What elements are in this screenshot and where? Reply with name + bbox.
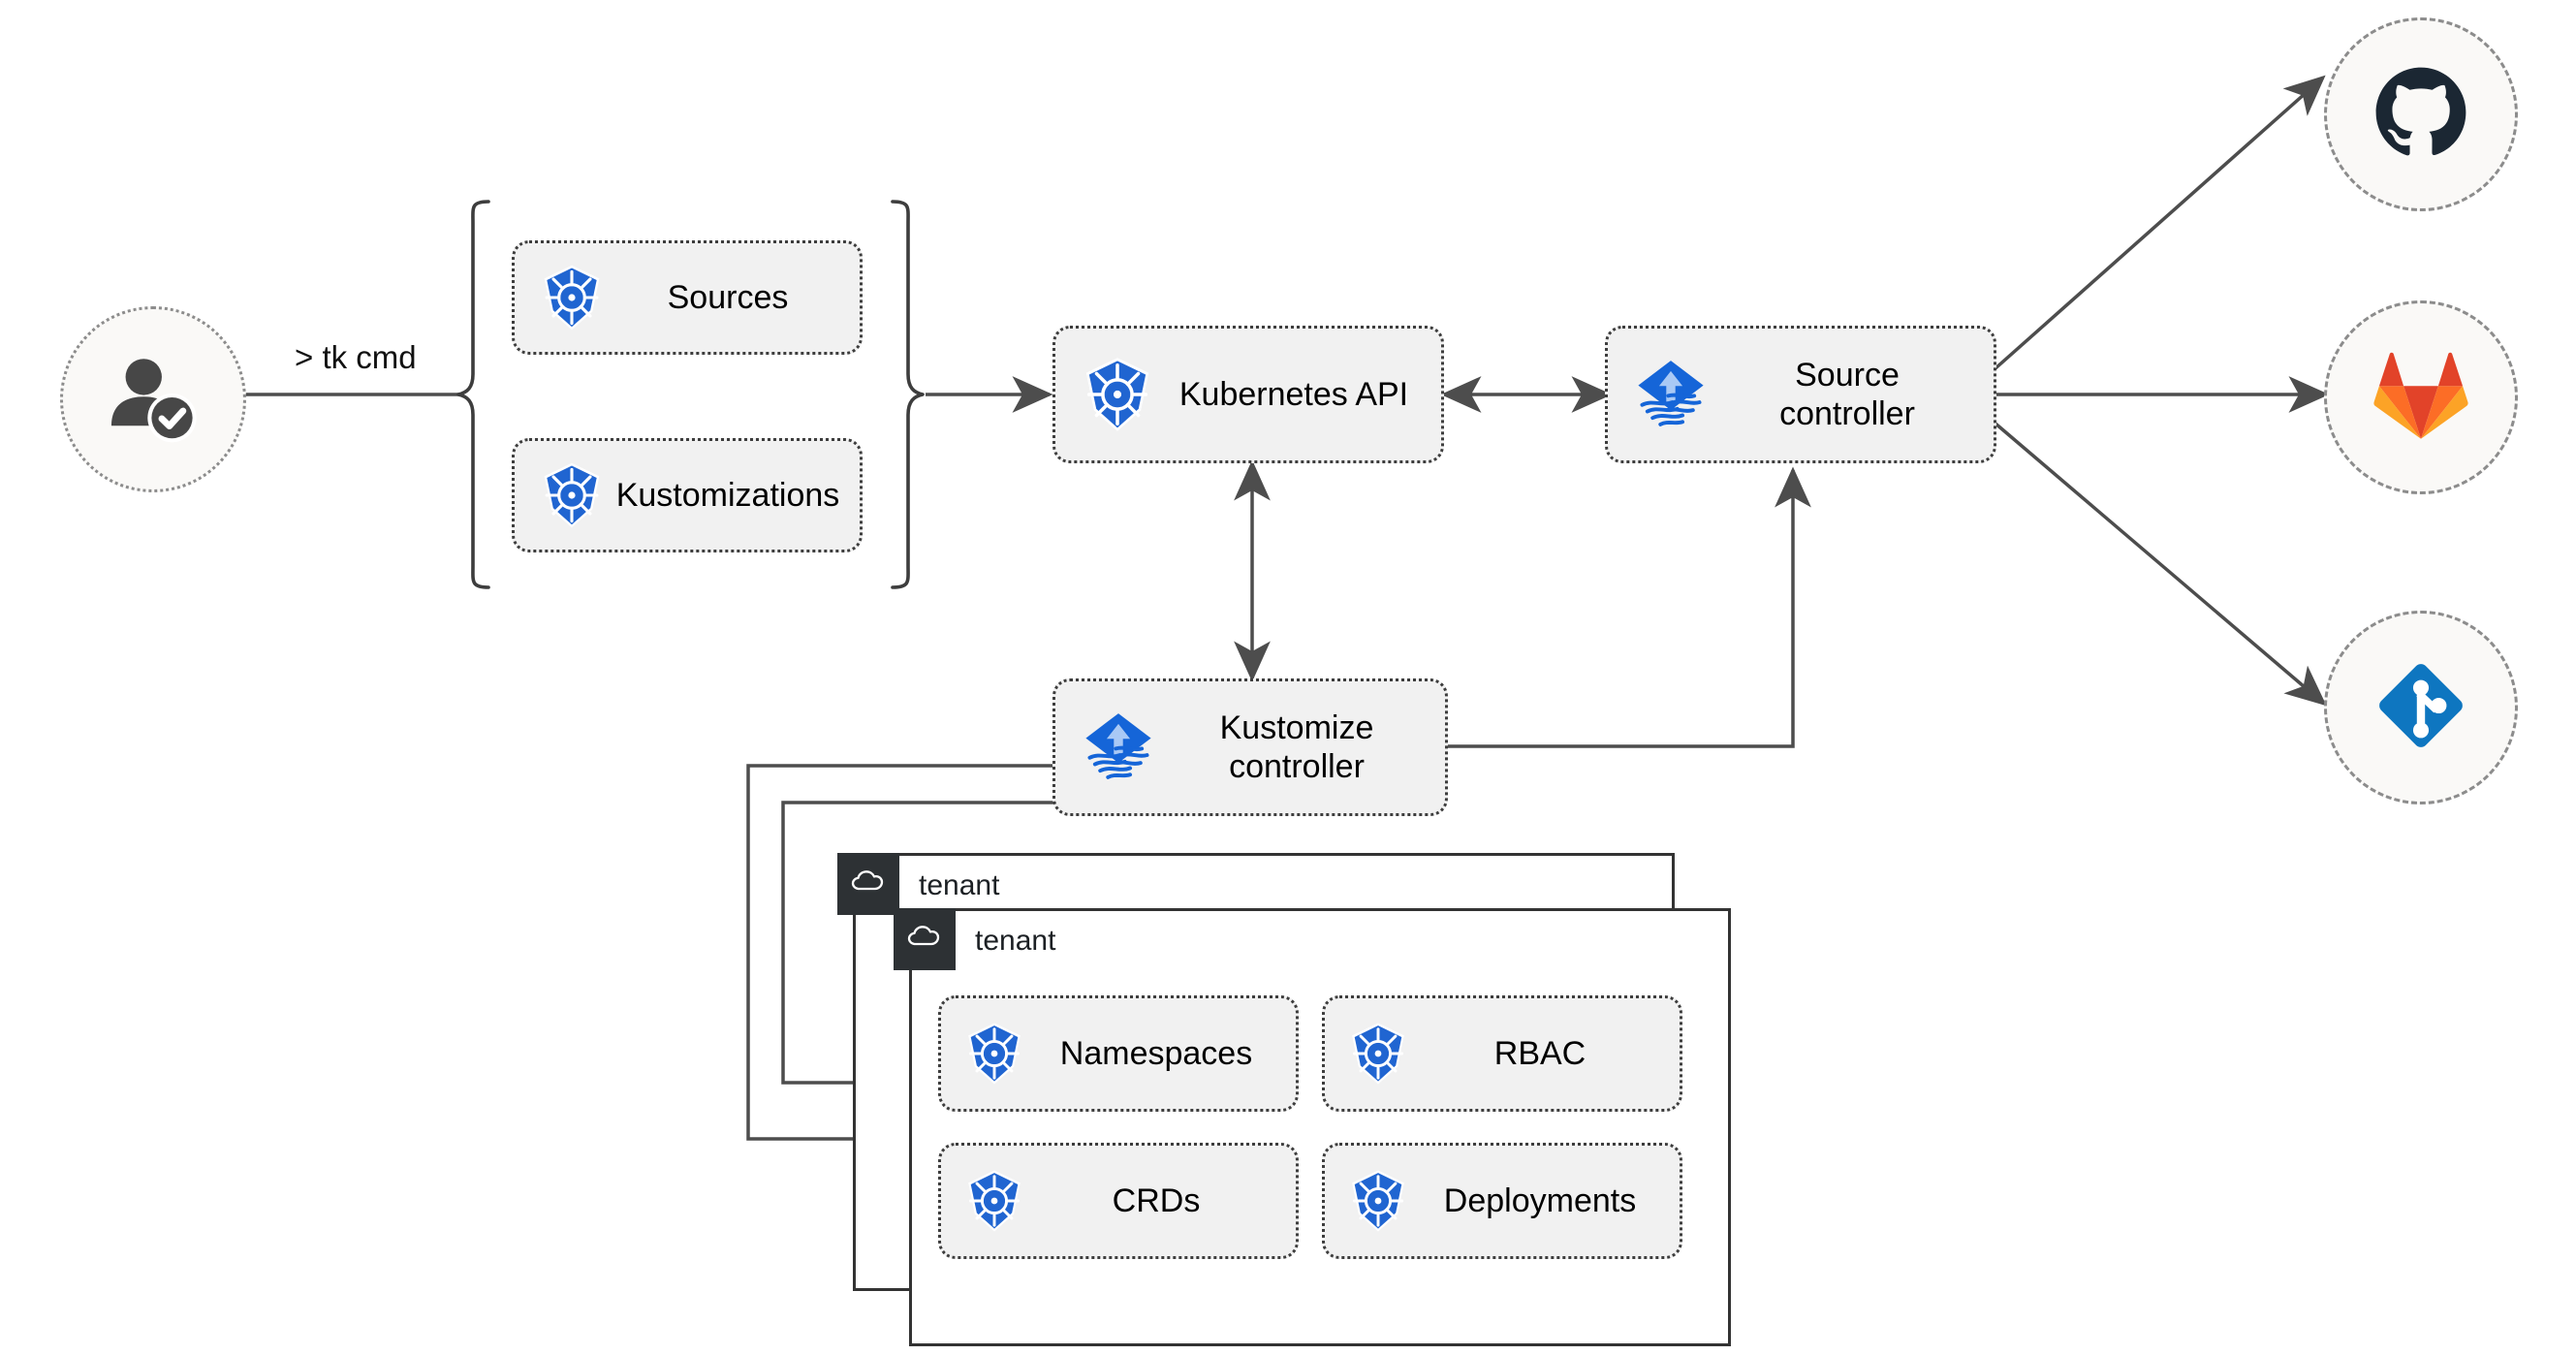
- resource-label: Kustomizations: [615, 476, 840, 514]
- cloud-icon: [849, 863, 888, 906]
- tenant-resource-crds[interactable]: CRDs: [938, 1143, 1299, 1259]
- kubernetes-icon: [1325, 1020, 1412, 1087]
- resource-label: Deployments: [1443, 1182, 1637, 1219]
- tenant-tab-back: [837, 853, 899, 915]
- node-source-controller[interactable]: Source controller: [1605, 326, 1996, 463]
- flux-icon: [1055, 706, 1160, 789]
- node-label: Kubernetes API: [1178, 375, 1409, 413]
- kubernetes-icon: [515, 459, 608, 531]
- resource-label: RBAC: [1493, 1034, 1586, 1072]
- node-label: Kustomize controller: [1219, 709, 1374, 785]
- resource-label: Namespaces: [1059, 1034, 1253, 1072]
- node-kubernetes-api[interactable]: Kubernetes API: [1052, 326, 1444, 463]
- gitlab-icon: [2371, 345, 2471, 451]
- tenant-resource-deployments[interactable]: Deployments: [1322, 1143, 1682, 1259]
- tenant-tab-front: [894, 908, 956, 970]
- kubernetes-icon: [515, 262, 608, 333]
- actor-user-circle: [60, 306, 246, 492]
- resource-label: CRDs: [1112, 1182, 1201, 1219]
- user-verified-icon: [103, 347, 204, 453]
- cloud-icon: [905, 918, 944, 961]
- tenant-label-front: tenant: [975, 925, 1056, 957]
- github-icon: [2370, 61, 2472, 169]
- command-label: > tk cmd: [289, 339, 423, 376]
- provider-circle-github[interactable]: [2324, 17, 2518, 211]
- tenant-label-back: tenant: [919, 869, 1000, 901]
- provider-circle-git[interactable]: [2324, 611, 2518, 804]
- provider-circle-gitlab[interactable]: [2324, 300, 2518, 494]
- kubernetes-icon: [941, 1167, 1028, 1235]
- tenant-resource-namespaces[interactable]: Namespaces: [938, 995, 1299, 1112]
- tenant-resource-rbac[interactable]: RBAC: [1322, 995, 1682, 1112]
- resource-box-kustomizations[interactable]: Kustomizations: [512, 438, 863, 552]
- resource-box-sources[interactable]: Sources: [512, 240, 863, 355]
- kubernetes-icon: [941, 1020, 1028, 1087]
- kubernetes-icon: [1055, 354, 1158, 435]
- node-kustomize-controller[interactable]: Kustomize controller: [1052, 678, 1448, 816]
- node-label: Source controller: [1779, 356, 1915, 432]
- resource-label: Sources: [667, 278, 789, 316]
- kubernetes-icon: [1325, 1167, 1412, 1235]
- git-icon: [2367, 651, 2475, 765]
- tenant-panel-front[interactable]: [909, 908, 1731, 1346]
- flux-icon: [1608, 353, 1712, 436]
